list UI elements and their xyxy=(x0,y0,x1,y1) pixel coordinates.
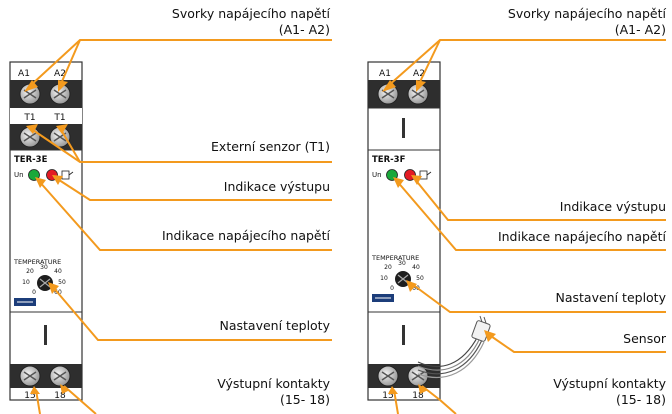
left-screw-18 xyxy=(49,365,71,387)
right-dial-20: 20 xyxy=(384,264,392,271)
arrow-left-18 xyxy=(60,384,70,394)
label-right-sensor: Sensor xyxy=(623,331,666,346)
right-dial-title: TEMPERATURE xyxy=(371,254,419,262)
label-right-supply-terminals: Svorky napájecího napětí (A1- A2) xyxy=(507,6,666,37)
arrow-left-a2 xyxy=(58,80,68,92)
arrow-right-a2 xyxy=(416,80,426,92)
right-terminal-15: 15 xyxy=(382,391,393,401)
arrow-left-t1b xyxy=(56,124,68,134)
right-lower-slot xyxy=(402,325,405,345)
left-device: A1 A2 T1 T1 TER-3E Un TEMPERATURE 0 10 2… xyxy=(9,61,83,401)
left-model-name: TER-3E xyxy=(14,155,48,165)
left-lower-slot xyxy=(44,325,47,345)
right-model-name: TER-3F xyxy=(372,155,406,165)
left-terminal-a2: A2 xyxy=(54,69,66,79)
label-left-output-indicator: Indikace výstupu xyxy=(223,179,330,194)
label-right-output-indicator: Indikace výstupu xyxy=(559,199,666,214)
right-terminal-a1: A1 xyxy=(379,69,391,79)
label-right-temp-setting: Nastavení teploty xyxy=(555,290,667,305)
right-dial-10: 10 xyxy=(380,275,388,282)
arrow-right-green-led xyxy=(393,177,404,188)
sensor-cable xyxy=(417,335,485,378)
right-dial-50: 50 xyxy=(416,275,424,282)
label-left-supply-indicator: Indikace napájecího napětí xyxy=(161,228,330,243)
left-screw-15 xyxy=(19,365,41,387)
left-terminal-a1: A1 xyxy=(18,69,30,79)
arrow-right-knob xyxy=(406,280,417,292)
left-temperature-knob xyxy=(37,275,53,291)
left-screw-t1b xyxy=(49,126,71,148)
right-arrowheads xyxy=(382,80,496,394)
right-screw-a1 xyxy=(377,83,399,105)
right-device-body xyxy=(367,61,441,401)
right-brand-logo xyxy=(372,294,394,302)
right-led-un-label: Un xyxy=(372,171,382,179)
label-left-supply-terminals: Svorky napájecího napětí (A1- A2) xyxy=(171,6,330,37)
arrow-right-sensor xyxy=(484,330,496,342)
label-left-temp-setting: Nastavení teploty xyxy=(219,318,331,333)
arrow-left-t1a xyxy=(26,124,38,134)
arrow-left-red-led xyxy=(52,175,63,185)
left-brand-logo xyxy=(14,298,36,306)
left-dial-40: 40 xyxy=(54,268,62,275)
left-terminal-18: 18 xyxy=(54,391,66,401)
right-dial-60: 60 xyxy=(412,285,420,292)
left-dial-10: 10 xyxy=(22,279,30,286)
right-leader-lines xyxy=(387,39,666,414)
arrow-right-a1 xyxy=(382,80,396,92)
right-screw-18 xyxy=(407,365,429,387)
left-terminal-t1a: T1 xyxy=(23,113,35,123)
arrow-left-15 xyxy=(30,386,40,394)
arrow-right-red-led xyxy=(411,175,422,185)
right-upper-slot xyxy=(402,118,405,138)
label-left-output-contacts: Výstupní kontakty (15- 18) xyxy=(217,376,330,407)
label-right-supply-indicator: Indikace napájecího napětí xyxy=(497,229,666,244)
right-device: A1 A2 TER-3F Un TEMPERATURE 0 10 20 30 4… xyxy=(367,61,491,401)
arrow-left-knob xyxy=(48,282,59,294)
left-dial-0: 0 xyxy=(32,289,36,296)
left-dial-20: 20 xyxy=(26,268,34,275)
right-dial-0: 0 xyxy=(390,285,394,292)
right-terminal-a2: A2 xyxy=(413,69,425,79)
arrow-left-a1 xyxy=(24,80,38,92)
right-dial-30: 30 xyxy=(398,260,406,267)
left-led-un-label: Un xyxy=(14,171,24,179)
right-screw-a2 xyxy=(407,83,429,105)
left-terminal-t1b: T1 xyxy=(53,113,65,123)
left-dial-30: 30 xyxy=(40,264,48,271)
right-screw-15 xyxy=(377,365,399,387)
right-relay-icon xyxy=(419,170,432,180)
left-relay-icon xyxy=(61,170,74,180)
arrow-right-18 xyxy=(418,384,428,394)
arrow-right-15 xyxy=(388,386,398,394)
left-arrowheads xyxy=(24,80,70,394)
label-right-output-contacts: Výstupní kontakty (15- 18) xyxy=(553,376,666,407)
right-terminal-18: 18 xyxy=(412,391,424,401)
right-dial-40: 40 xyxy=(412,264,420,271)
left-terminal-15: 15 xyxy=(24,391,35,401)
left-dial-50: 50 xyxy=(58,279,66,286)
arrow-left-green-led xyxy=(35,177,46,188)
left-leader-lines xyxy=(29,39,332,414)
left-screw-a1 xyxy=(19,83,41,105)
label-left-external-sensor: Externí senzor (T1) xyxy=(211,139,330,154)
left-dial-title: TEMPERATURE xyxy=(13,258,61,266)
